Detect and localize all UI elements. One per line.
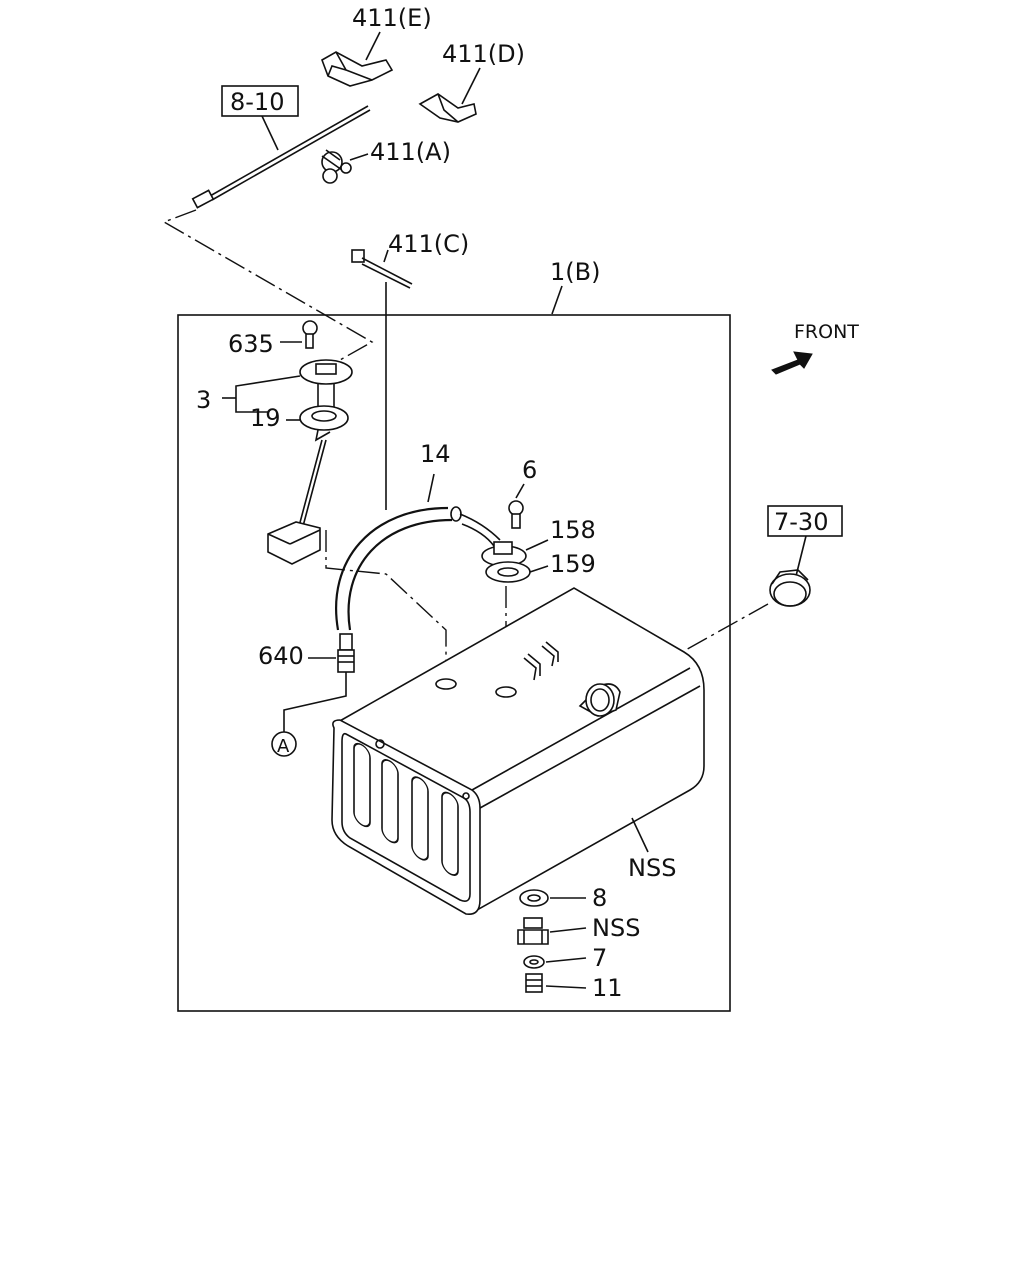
gasket-159 xyxy=(485,561,531,583)
label-158: 158 xyxy=(550,516,596,544)
label-nss-drain: NSS xyxy=(592,914,640,942)
label-7: 7 xyxy=(592,944,607,972)
clip-411d xyxy=(418,93,477,123)
washer-7 xyxy=(523,955,545,969)
label-1b: 1(B) xyxy=(550,258,600,286)
wire-harness xyxy=(191,105,371,209)
label-635: 635 xyxy=(228,330,274,358)
label-6: 6 xyxy=(522,456,537,484)
washer-8 xyxy=(519,889,549,907)
label-nss-tank: NSS xyxy=(628,854,676,882)
label-159: 159 xyxy=(550,550,596,578)
hose-14 xyxy=(335,506,462,631)
label-11: 11 xyxy=(592,974,623,1002)
label-411a: 411(A) xyxy=(370,138,451,166)
fuel-sender-unit xyxy=(267,359,353,565)
screw-635 xyxy=(302,320,318,349)
tie-strap-411c xyxy=(351,249,413,289)
fuel-tank xyxy=(331,587,705,916)
filler-cap xyxy=(769,569,811,607)
assembly-frame xyxy=(177,314,731,1012)
drain-nut-nss xyxy=(517,917,549,945)
label-14: 14 xyxy=(420,440,451,468)
front-label: FRONT xyxy=(794,321,859,343)
label-411d: 411(D) xyxy=(442,40,525,68)
vent-fitting-158 xyxy=(459,513,527,567)
label-7-30: 7-30 xyxy=(774,508,828,536)
front-arrow-icon xyxy=(771,351,813,375)
clip-411e xyxy=(321,51,394,87)
label-callout-a: A xyxy=(277,736,290,757)
ref-box-8-10 xyxy=(221,85,299,117)
fitting-640 xyxy=(337,633,355,688)
label-8-10: 8-10 xyxy=(230,88,284,116)
bolt-6 xyxy=(508,500,524,529)
label-640: 640 xyxy=(258,642,304,670)
plug-11 xyxy=(525,973,543,993)
callout-circle-a xyxy=(271,731,297,757)
ref-box-7-30 xyxy=(767,505,843,537)
label-411c: 411(C) xyxy=(388,230,469,258)
label-19: 19 xyxy=(250,404,281,432)
clamp-411a xyxy=(321,149,352,184)
label-8: 8 xyxy=(592,884,607,912)
label-411e: 411(E) xyxy=(352,4,432,32)
label-3: 3 xyxy=(196,386,211,414)
